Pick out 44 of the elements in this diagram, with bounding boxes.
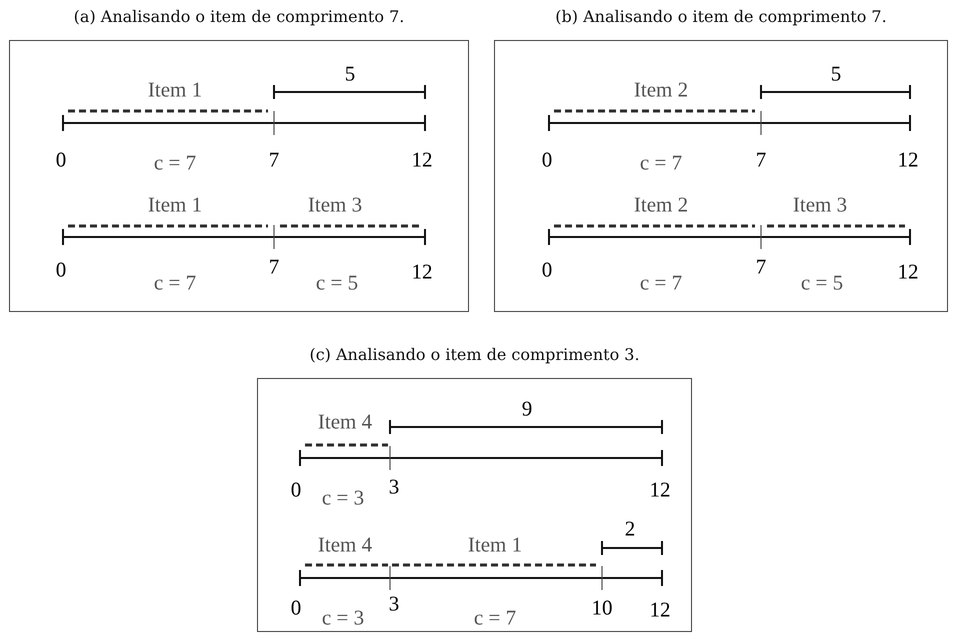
tick-label: 7	[756, 256, 766, 278]
item-label: Item 4	[318, 534, 372, 556]
cost-label: c = 3	[322, 608, 364, 628]
tick-label: 0	[56, 260, 66, 280]
tick-label: 12	[650, 480, 670, 500]
tick-label: 0	[290, 598, 302, 618]
tick-label: 12	[898, 150, 918, 170]
tick-label: 0	[290, 480, 302, 500]
panel-caption: (c) Analisando o item de comprimento 3.	[309, 345, 640, 364]
tick-label: 12	[412, 262, 432, 282]
panel-caption: (b) Analisando o item de comprimento 7.	[555, 7, 887, 26]
tick-label: 7	[268, 150, 280, 170]
tick-label: 7	[268, 256, 280, 278]
tick-label: 3	[388, 476, 400, 498]
item-label: Item 1	[468, 534, 522, 556]
tick-label: 10	[592, 598, 612, 618]
panel-caption: (a) Analisando o item de comprimento 7.	[74, 7, 404, 26]
dimension-label: 5	[344, 64, 356, 84]
tick-label: 12	[898, 262, 918, 282]
item-label: Item 1	[148, 194, 202, 216]
cost-label: c = 7	[474, 608, 516, 628]
tick-label: 0	[56, 150, 66, 170]
item-label: Item 2	[634, 194, 688, 216]
item-label: Item 3	[308, 194, 362, 216]
tick-label: 7	[756, 150, 766, 170]
dimension-label: 2	[624, 518, 636, 540]
tick-label: 12	[412, 150, 432, 170]
tick-label: 0	[542, 260, 552, 280]
item-label: Item 3	[792, 194, 848, 216]
item-label: Item 1	[148, 80, 202, 100]
item-label: Item 4	[318, 412, 372, 432]
tick-label: 12	[650, 600, 670, 620]
cost-label: c = 7	[154, 272, 196, 294]
cost-label: c = 7	[154, 152, 196, 174]
cost-label: c = 3	[322, 488, 364, 508]
cost-label: c = 5	[316, 272, 358, 294]
item-label: Item 2	[634, 80, 688, 100]
dimension-label: 9	[522, 398, 532, 420]
cost-label: c = 7	[640, 272, 682, 294]
tick-label: 0	[542, 150, 552, 170]
dimension-label: 5	[830, 64, 842, 84]
cost-label: c = 5	[800, 272, 844, 294]
cost-label: c = 7	[640, 152, 682, 174]
tick-label: 3	[388, 594, 400, 614]
